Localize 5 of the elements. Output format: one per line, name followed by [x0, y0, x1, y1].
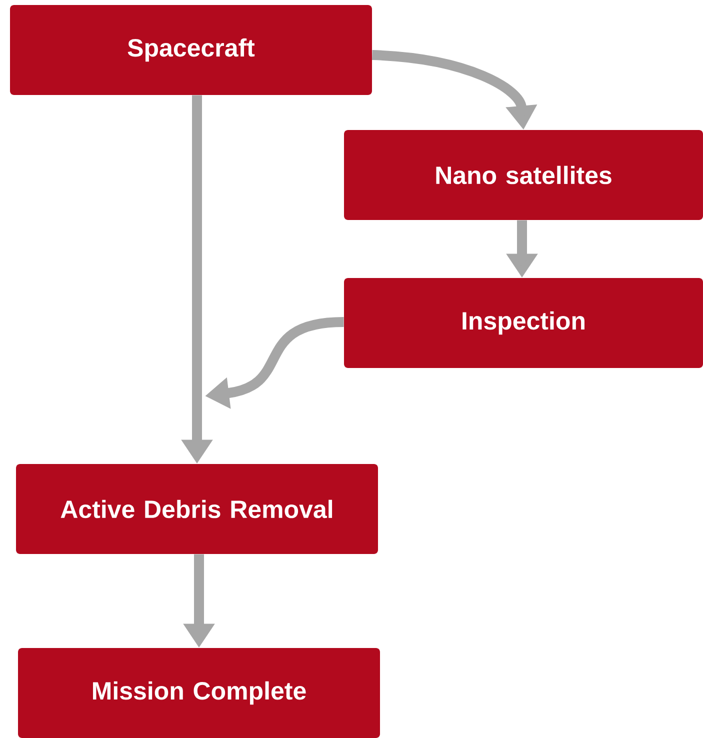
process-box: Active Debris Removal: [16, 464, 378, 554]
process-box: Nano satellites: [344, 130, 703, 220]
process-box: Inspection: [344, 278, 703, 368]
process-box: Mission Complete: [18, 648, 380, 738]
process-box: Spacecraft: [10, 5, 372, 95]
